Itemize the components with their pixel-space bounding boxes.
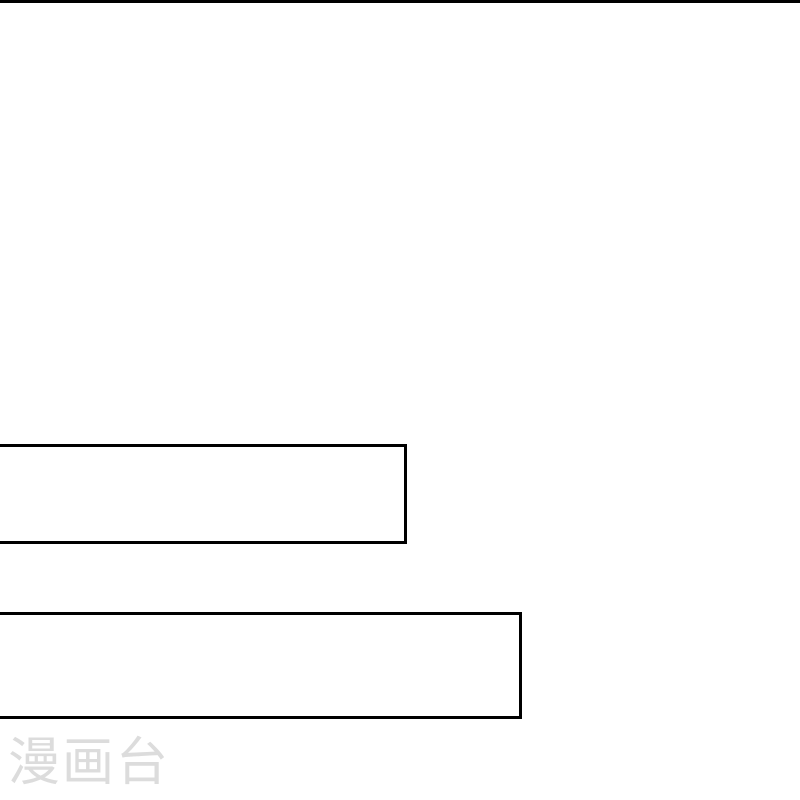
comic-panel-1	[0, 444, 407, 544]
top-border-line	[0, 0, 800, 3]
comic-panel-2	[0, 612, 522, 719]
watermark-logo: 漫画台	[8, 733, 171, 793]
